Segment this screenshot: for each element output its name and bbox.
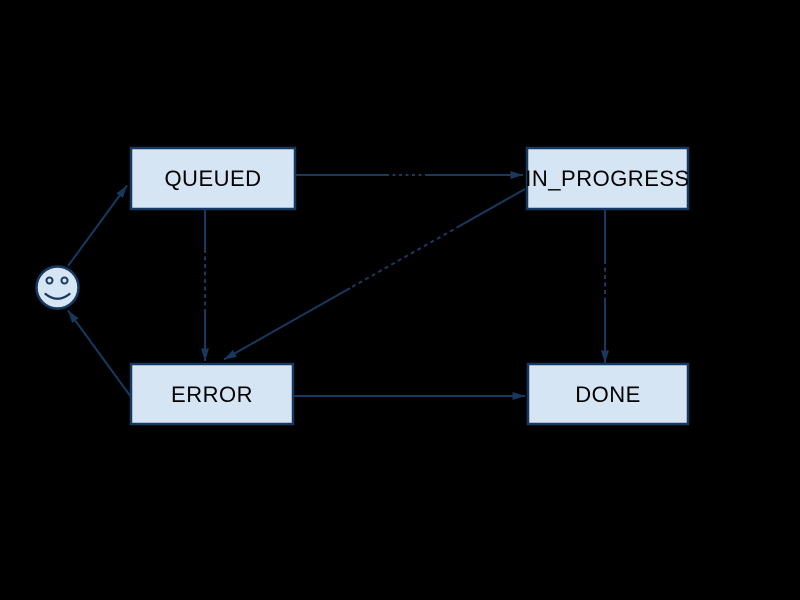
edge-user-to-queued — [67, 184, 128, 267]
node-queued: QUEUED — [129, 146, 297, 211]
node-queued-label: QUEUED — [164, 166, 261, 191]
node-done: DONE — [526, 362, 690, 426]
edge-error-to-user — [67, 309, 132, 398]
smiley-head — [35, 265, 80, 310]
node-error: ERROR — [129, 362, 295, 426]
edge-in-progress-to-error — [223, 188, 526, 361]
node-done-label: DONE — [575, 382, 641, 407]
smiley-right-eye — [60, 276, 69, 285]
node-in-progress-label: IN_PROGRESS — [525, 166, 689, 191]
node-in-progress: IN_PROGRESS — [525, 146, 690, 211]
smiley-left-eye — [45, 276, 54, 285]
node-error-label: ERROR — [171, 382, 253, 407]
smiley-mouth — [44, 292, 71, 300]
user-smiley-icon — [35, 265, 80, 310]
